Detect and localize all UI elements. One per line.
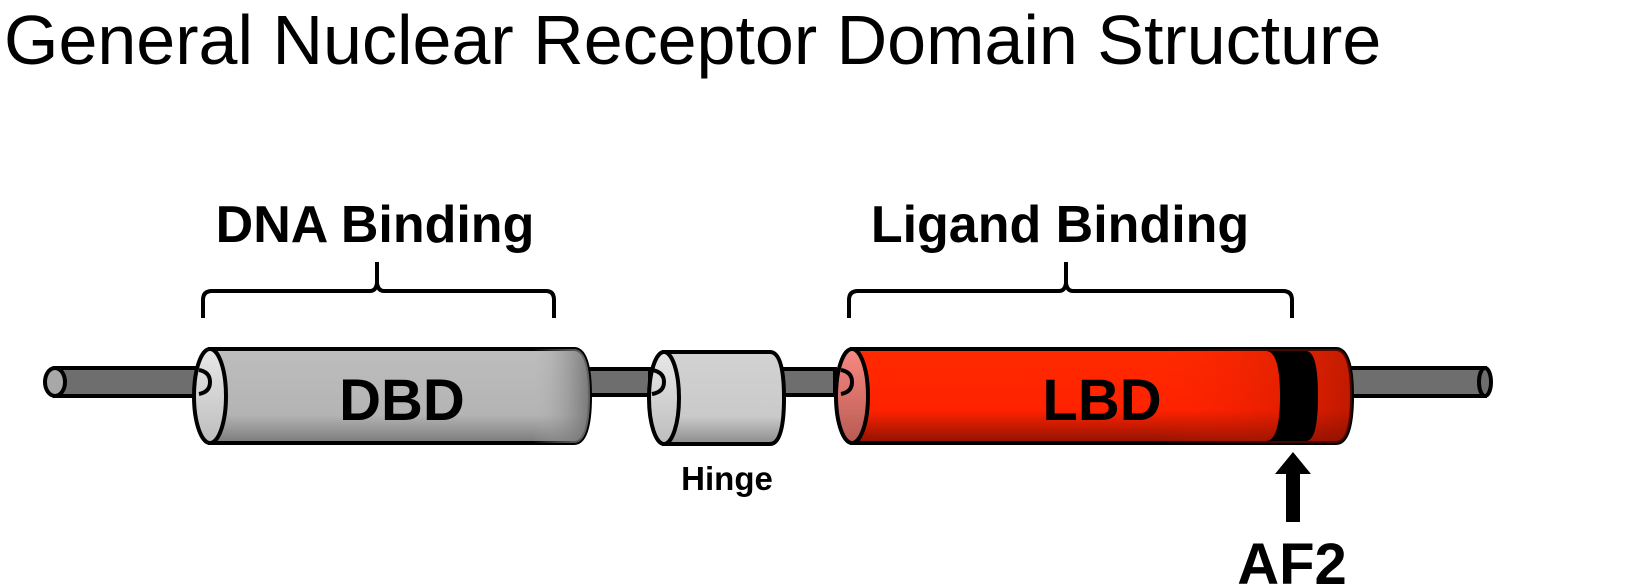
dna-binding-brace [201, 262, 556, 318]
dbd-label: DBD [339, 368, 465, 433]
af2-band [1266, 351, 1318, 441]
lbd-domain: LBD [834, 347, 1355, 445]
ligand-binding-label: Ligand Binding [871, 196, 1249, 254]
af2-arrow [1275, 452, 1311, 522]
ligand-binding-brace [847, 262, 1294, 318]
lbd-label: LBD [1042, 368, 1161, 433]
hinge-label: Hinge [681, 460, 773, 497]
page-title: General Nuclear Receptor Domain Structur… [4, 1, 1382, 79]
hinge-domain: Hinge [647, 350, 787, 497]
dna-binding-label: DNA Binding [216, 196, 535, 254]
af2-label: AF2 [1237, 532, 1347, 584]
dbd-domain: DBD [192, 347, 593, 445]
